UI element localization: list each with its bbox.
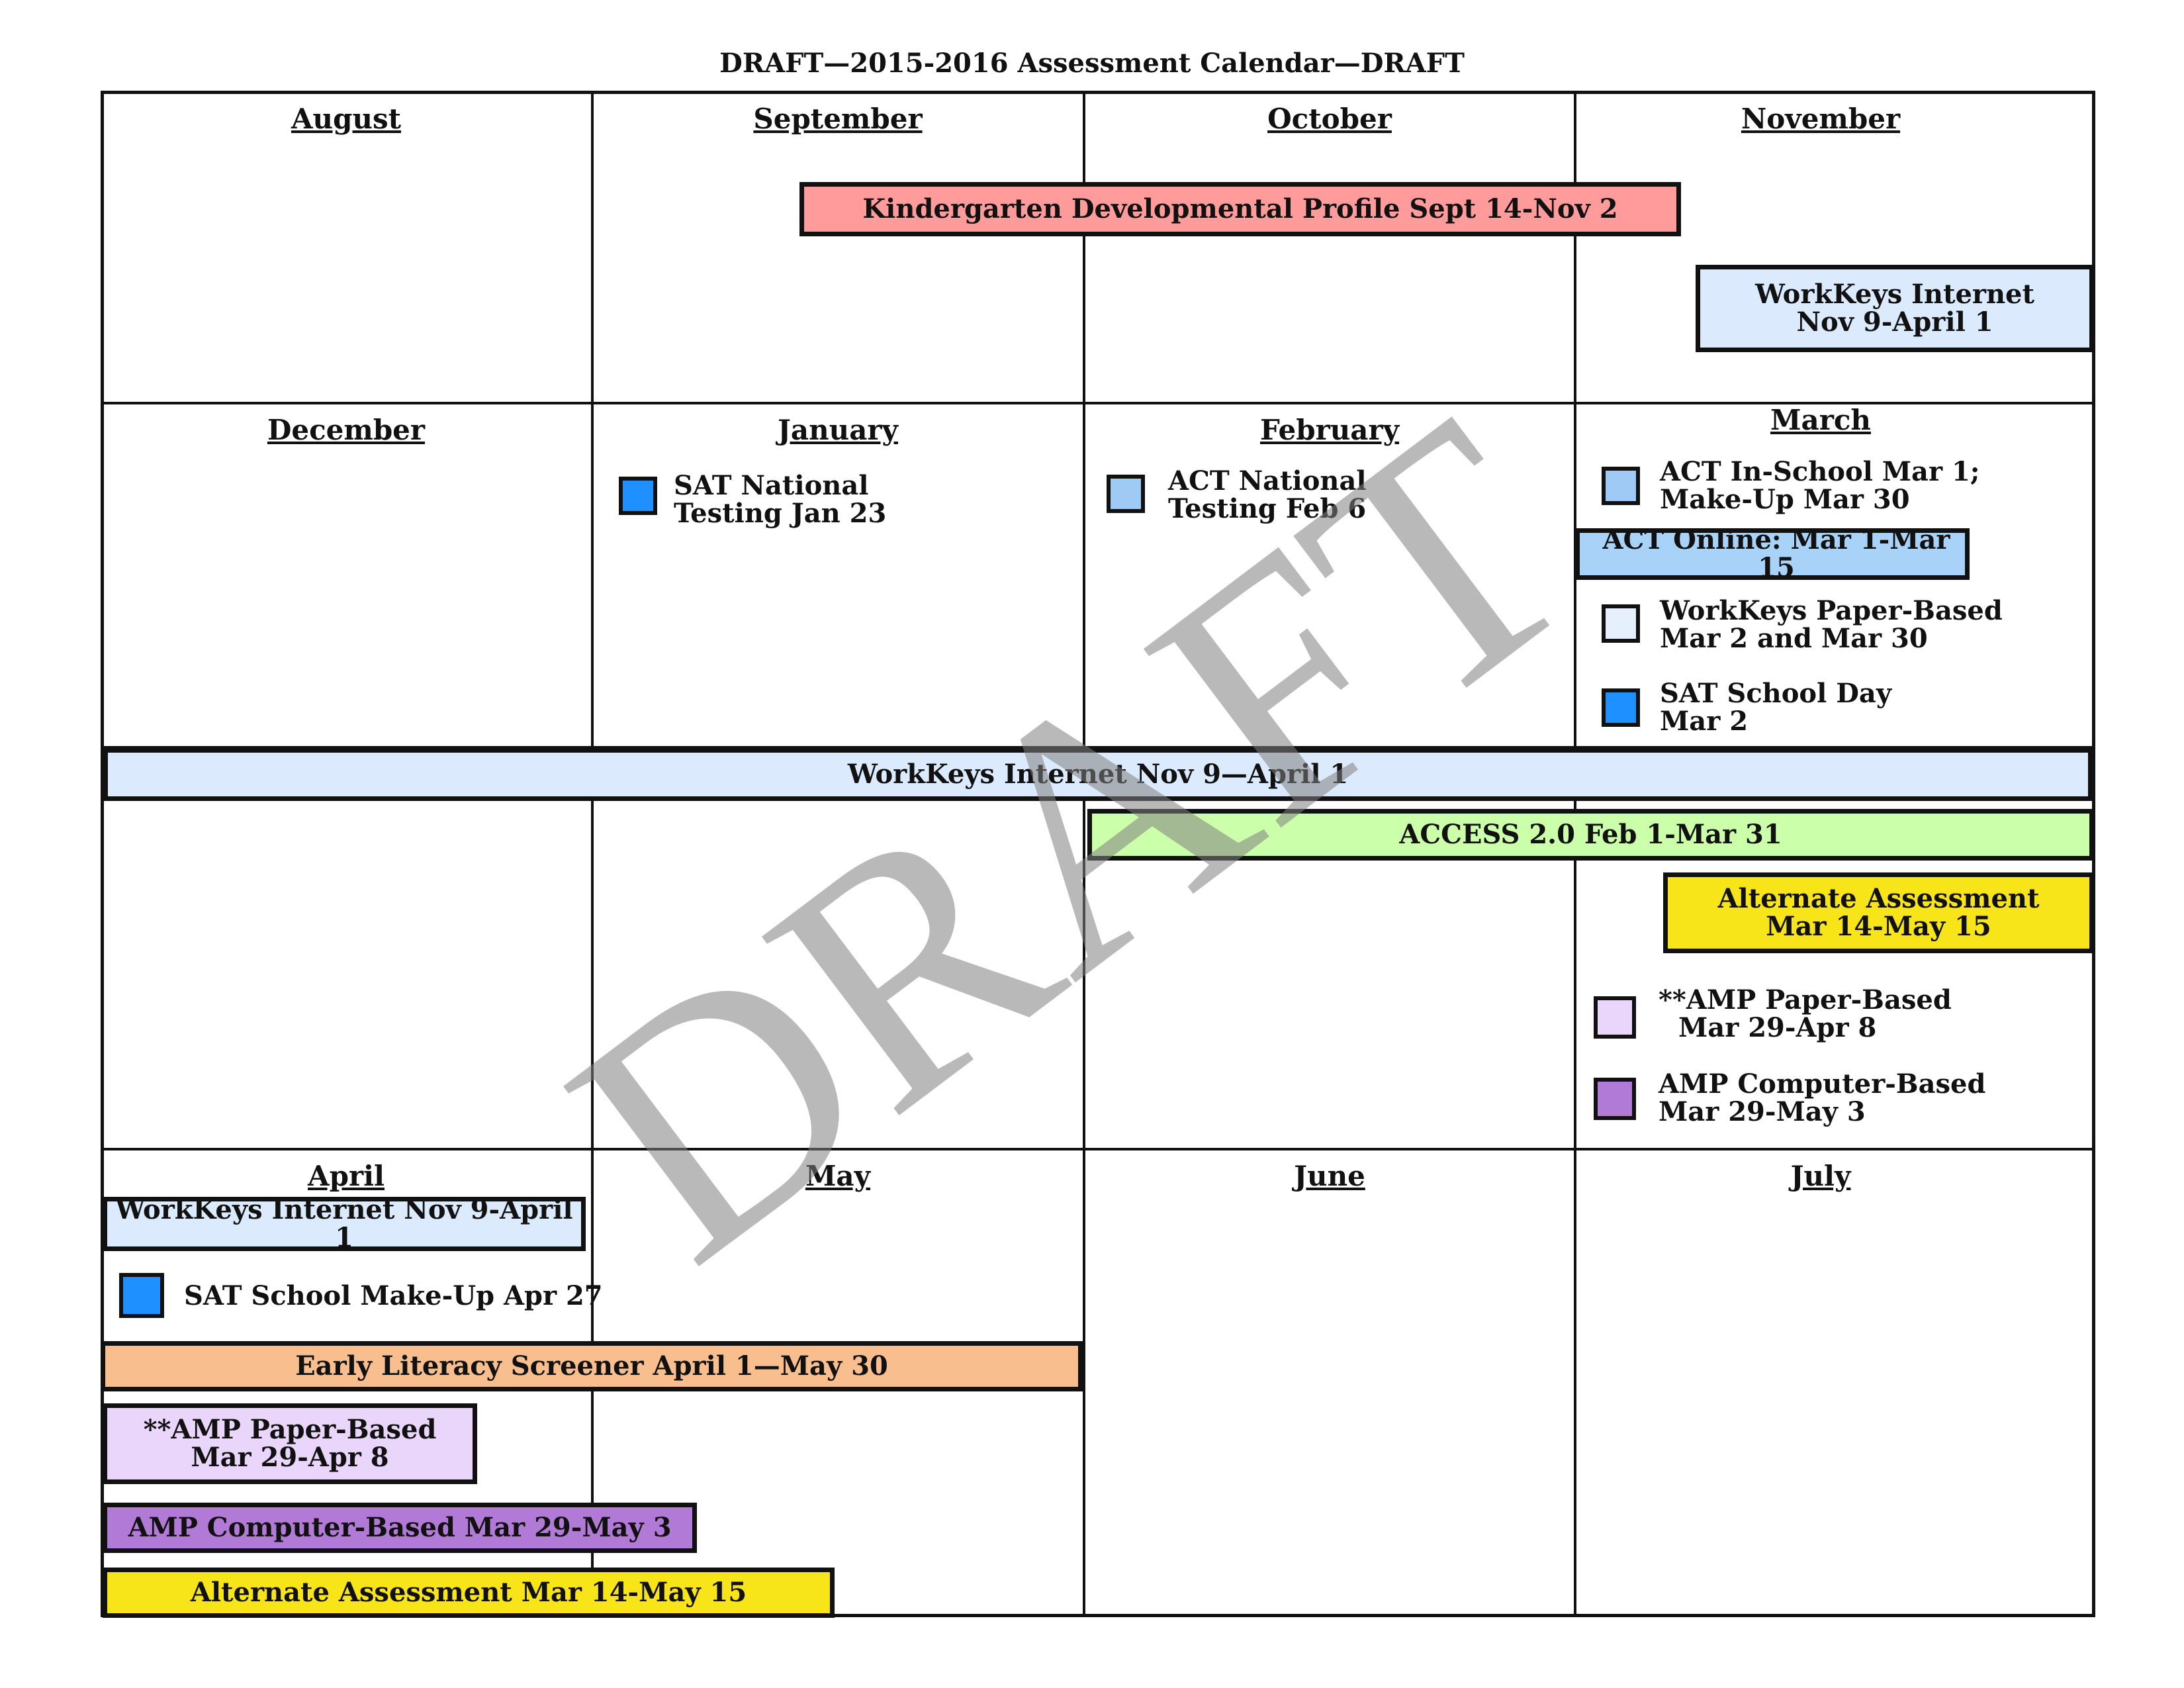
row-divider [101, 1148, 2095, 1150]
early-literacy-bar: Early Literacy Screener April 1—May 30 [101, 1341, 1083, 1391]
event-line: WorkKeys Internet [1755, 279, 2034, 310]
column-divider [1083, 91, 1085, 746]
month-november: November [1741, 103, 1901, 135]
month-may: May [805, 1160, 871, 1192]
month-march: March [1770, 404, 1871, 436]
event-line: Nov 9-April 1 [1796, 306, 1993, 338]
page-title: DRAFT—2015-2016 Assessment Calendar—DRAF… [719, 48, 1465, 79]
month-september: September [753, 103, 923, 135]
event-line: Testing Jan 23 [674, 498, 887, 529]
act-national-label: ACT National Testing Feb 6 [1168, 467, 1367, 523]
event-line: ACT National [1168, 465, 1367, 496]
event-line: ACT In-School Mar 1; [1660, 456, 1980, 487]
sat-school-day-swatch [1602, 688, 1640, 727]
event-line: Mar 2 and Mar 30 [1660, 623, 1928, 654]
act-in-school-swatch [1602, 467, 1640, 505]
month-august: August [291, 103, 402, 135]
alternate-assessment-april-bar: Alternate Assessment Mar 14-May 15 [103, 1568, 835, 1618]
event-line: WorkKeys Paper-Based [1660, 595, 2003, 626]
month-february: February [1259, 414, 1400, 446]
sat-national-label: SAT National Testing Jan 23 [674, 472, 886, 528]
workkeys-paper-label: WorkKeys Paper-Based Mar 2 and Mar 30 [1660, 597, 2003, 653]
amp-paper-march-label: **AMP Paper-Based Mar 29-Apr 8 [1659, 986, 1952, 1042]
amp-computer-april-bar: AMP Computer-Based Mar 29-May 3 [103, 1503, 697, 1553]
act-in-school-label: ACT In-School Mar 1; Make-Up Mar 30 [1660, 458, 1980, 514]
event-line: Mar 2 [1660, 706, 1749, 737]
month-june: June [1294, 1160, 1365, 1192]
amp-computer-march-label: AMP Computer-Based Mar 29-May 3 [1659, 1070, 1985, 1126]
month-january: January [778, 414, 898, 446]
event-line: Make-Up Mar 30 [1660, 484, 1910, 515]
month-october: October [1267, 103, 1392, 135]
event-line: Mar 29-May 3 [1659, 1096, 1866, 1127]
workkeys-paper-swatch [1602, 604, 1640, 643]
column-divider [591, 801, 594, 1617]
event-line: **AMP Paper-Based [1659, 984, 1952, 1015]
event-line: SAT School Day [1660, 678, 1892, 709]
column-divider [1574, 801, 1576, 1617]
kindergarten-profile-bar: Kindergarten Developmental Profile Sept … [799, 182, 1681, 236]
workkeys-internet-span-bar: WorkKeys Internet Nov 9—April 1 [103, 748, 2093, 801]
alternate-assessment-march-box: Alternate Assessment Mar 14-May 15 [1663, 872, 2094, 953]
sat-makeup-label: SAT School Make-Up Apr 27 [184, 1280, 603, 1311]
amp-paper-april-box: **AMP Paper-Based Mar 29-Apr 8 [103, 1403, 477, 1484]
event-line: Alternate Assessment [1717, 883, 2040, 914]
event-line: Mar 14-May 15 [1766, 911, 1991, 942]
amp-paper-march-swatch [1594, 996, 1636, 1039]
sat-school-day-label: SAT School Day Mar 2 [1660, 680, 1891, 735]
act-online-bar: ACT Online: Mar 1-Mar 15 [1575, 526, 1970, 582]
row-divider [101, 402, 2095, 404]
column-divider [591, 91, 594, 746]
column-divider [1574, 91, 1576, 746]
event-line: SAT National [674, 470, 869, 501]
workkeys-internet-april-box: WorkKeys Internet Nov 9-April 1 [103, 1196, 586, 1252]
sat-makeup-swatch [119, 1273, 164, 1318]
event-line: Mar 29-Apr 8 [1678, 1012, 1877, 1043]
event-line: **AMP Paper-Based [143, 1414, 437, 1445]
month-july: July [1790, 1160, 1851, 1192]
amp-computer-march-swatch [1594, 1078, 1636, 1120]
event-line: AMP Computer-Based [1659, 1068, 1986, 1100]
workkeys-internet-november-box: WorkKeys Internet Nov 9-April 1 [1696, 265, 2094, 352]
access-bar: ACCESS 2.0 Feb 1-Mar 31 [1087, 809, 2094, 861]
month-december: December [267, 414, 426, 446]
event-line: Mar 29-Apr 8 [191, 1442, 389, 1473]
row-divider [101, 746, 2095, 749]
act-national-swatch [1107, 475, 1145, 513]
column-divider [1083, 801, 1085, 1617]
sat-national-swatch [619, 477, 657, 515]
event-line: Testing Feb 6 [1168, 493, 1367, 524]
month-april: April [308, 1160, 385, 1192]
